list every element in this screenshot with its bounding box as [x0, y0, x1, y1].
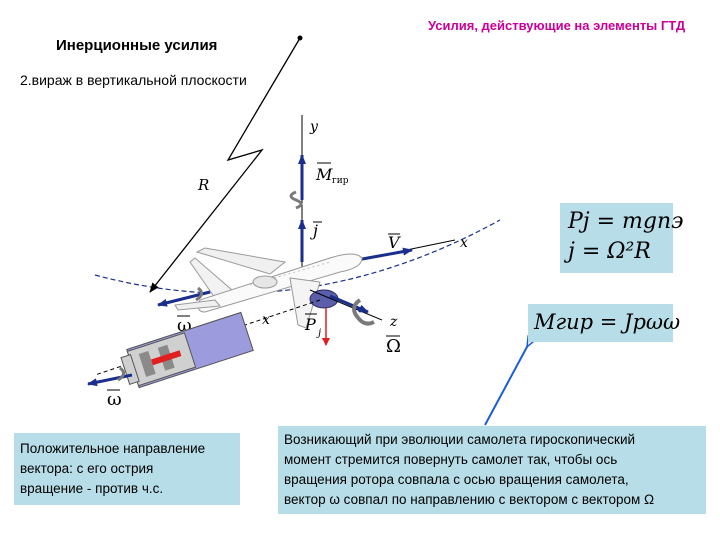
pointer-arrow — [484, 345, 528, 426]
note-right-line-3: вращения ротора совпала с осью вращения … — [284, 472, 629, 487]
note-gyroscopic-moment: Возникающий при эволюции самолета гироск… — [278, 426, 706, 514]
note-left-line-3: вращение - против ч.с. — [20, 481, 164, 496]
subtitle: 2.вираж в вертикальной плоскости — [20, 72, 247, 88]
x-axis-label: x — [460, 235, 468, 251]
omega-lower-label: ω — [107, 389, 122, 410]
radius-label: R — [197, 176, 209, 194]
rotation-z-icon — [352, 298, 375, 326]
z-axis-label: z — [389, 314, 398, 330]
note-right-line-2: момент стремится повернуть самолет так, … — [284, 452, 618, 467]
z-axis — [309, 289, 383, 321]
formula-box-1: Pj = mgnэ j = Ω²R — [560, 203, 683, 273]
engine-cutaway — [120, 311, 254, 389]
formula-acceleration: j = Ω²R — [568, 239, 651, 264]
main-title: Инерционные усилия — [56, 37, 218, 54]
note-right-line-4: вектор ω совпал по направлению с векторо… — [284, 492, 655, 507]
formula-gyroscopic-moment: Mгир = Jpωω — [534, 310, 681, 334]
omega-big-label: Ω — [386, 336, 401, 357]
pj-subscript: j — [316, 328, 321, 339]
rotation-y-icon — [289, 190, 303, 210]
omega-big-vector — [329, 294, 369, 314]
y-axis-label: y — [309, 119, 319, 135]
note-left-line-1: Положительное направление — [20, 441, 206, 456]
formula-box-2: Mгир = Jpωω — [528, 304, 680, 342]
pj-label: P — [304, 315, 316, 334]
rotation-upper-icon — [195, 286, 203, 302]
m-gyr-subscript: гир — [332, 176, 349, 186]
radius-line — [149, 37, 301, 293]
v-label: V — [388, 233, 401, 252]
engine-x-label: x — [262, 312, 270, 328]
note-positive-direction: Положительное направление вектора: с его… — [14, 433, 240, 505]
note-right-line-1: Возникающий при эволюции самолета гироск… — [284, 432, 636, 447]
turn-center-dot — [297, 35, 303, 41]
formula-inertial-force: Pj = mgnэ — [568, 209, 684, 234]
header-title: Усилия, действующие на элементы ГТД — [428, 18, 686, 33]
rotation-lower-icon — [117, 366, 125, 382]
j-label: j — [310, 221, 318, 240]
omega-lower-vector — [87, 373, 133, 387]
note-left-line-2: вектора: с его острия — [20, 461, 154, 476]
m-gyr-label: M — [315, 165, 333, 184]
